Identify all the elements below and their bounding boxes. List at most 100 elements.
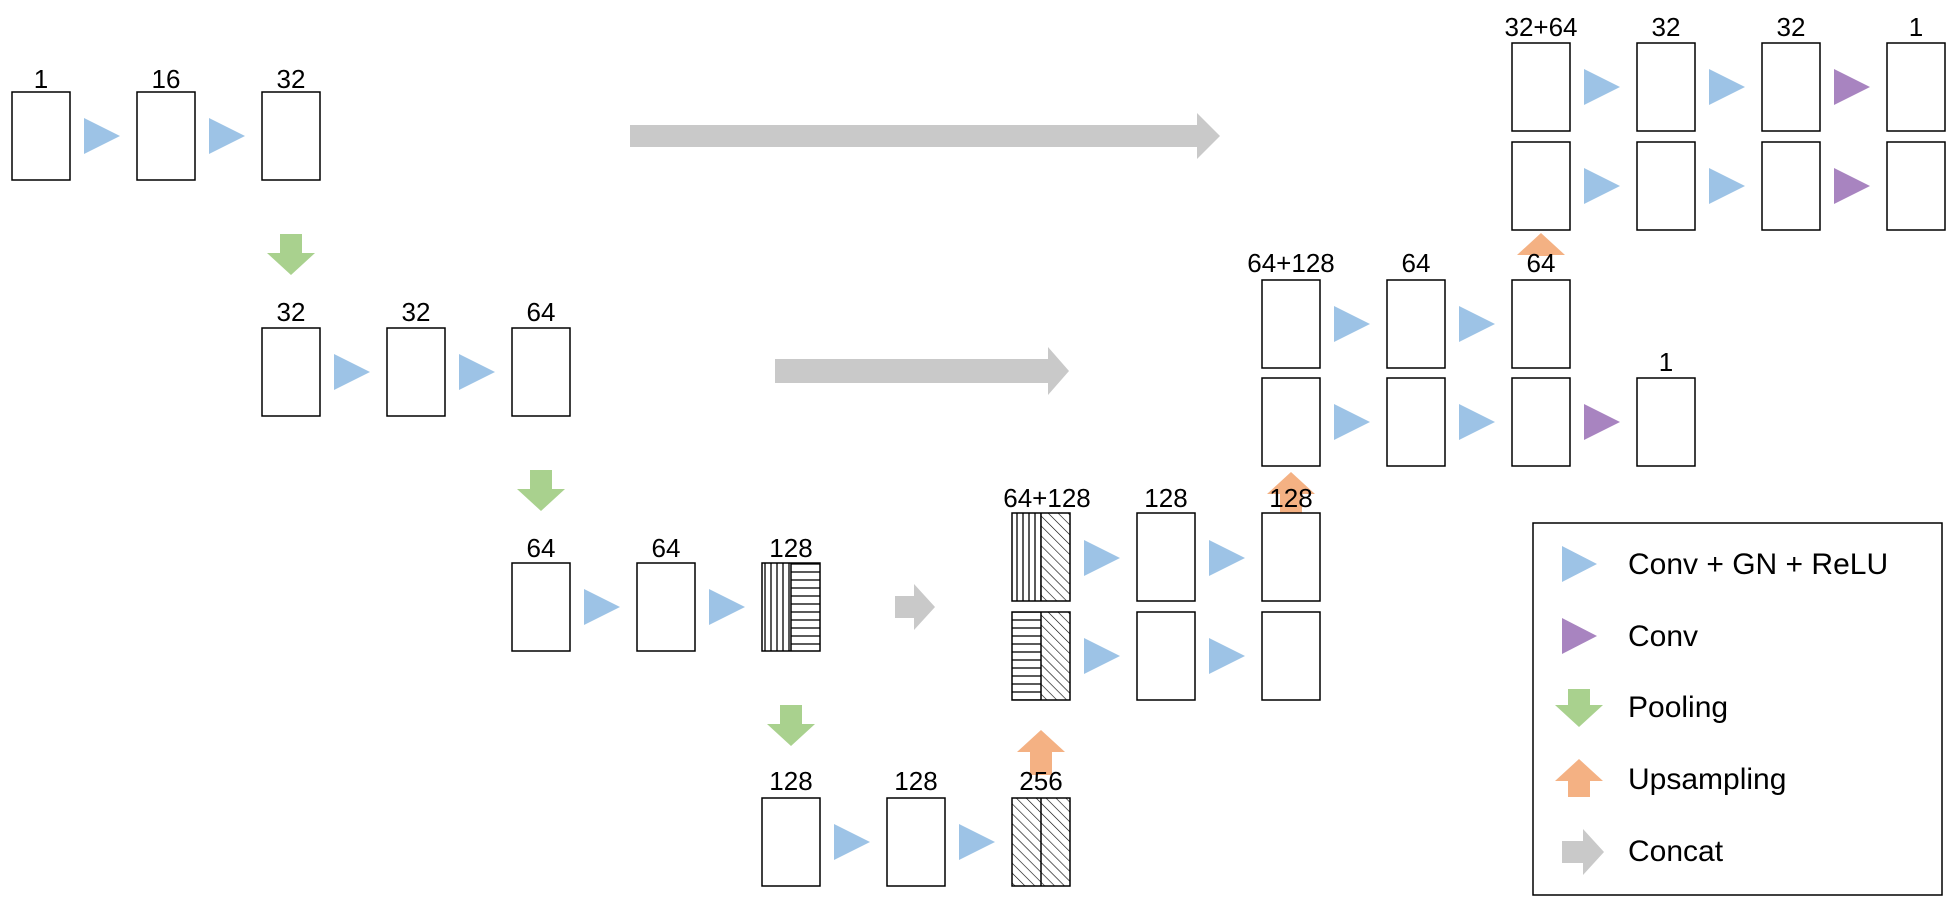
legend-label: Conv — [1628, 620, 1698, 653]
conv-gn-relu-arrow — [1334, 306, 1370, 342]
channel-label: 256 — [1019, 766, 1062, 796]
block-13-bottom — [1011, 611, 1071, 701]
block-9 — [761, 562, 821, 652]
conv-gn-relu-arrows — [84, 69, 1745, 860]
block-12 — [1011, 797, 1071, 887]
block-3 — [261, 91, 321, 181]
concat-arrows — [630, 113, 1220, 630]
block-20-bottom — [1511, 141, 1571, 231]
pooling-arrow-1 — [267, 234, 315, 275]
upsampling-arrows — [1017, 233, 1565, 775]
conv-gn-relu-arrow — [84, 118, 120, 154]
channel-label: 128 — [1144, 483, 1187, 513]
channel-label: 1 — [34, 64, 48, 94]
channel-label: 128 — [1269, 483, 1312, 513]
conv-gn-relu-arrow — [1459, 404, 1495, 440]
block-16-top — [1261, 279, 1321, 369]
channel-label: 64 — [527, 533, 556, 563]
channel-label: 64+128 — [1247, 248, 1334, 278]
channel-label: 64+128 — [1003, 483, 1090, 513]
channel-label: 32 — [402, 297, 431, 327]
pooling-arrow-3 — [767, 705, 815, 746]
conv-gn-relu-arrow — [1709, 69, 1745, 105]
legend-box — [1532, 522, 1943, 896]
legend-label: Pooling — [1628, 691, 1728, 724]
block-19 — [1636, 377, 1696, 467]
conv-gn-relu-arrow — [1209, 638, 1245, 674]
block-11 — [886, 797, 946, 887]
block-23-top — [1886, 42, 1946, 132]
conv-gn-relu-arrow — [834, 824, 870, 860]
pooling-arrow-2 — [517, 470, 565, 511]
conv-arrow — [1834, 69, 1870, 105]
legend-label: Conv + GN + ReLU — [1628, 548, 1888, 581]
block-16-bottom — [1261, 377, 1321, 467]
block-17-bottom — [1386, 377, 1446, 467]
conv-gn-relu-arrow — [1459, 306, 1495, 342]
block-14-top — [1136, 512, 1196, 602]
channel-label: 64 — [527, 297, 556, 327]
legend-label: Upsampling — [1628, 763, 1786, 796]
conv-gn-relu-arrow — [1084, 540, 1120, 576]
block-17-top — [1386, 279, 1446, 369]
channel-label: 64 — [1402, 248, 1431, 278]
concat-arrow-level3 — [895, 584, 935, 630]
conv-arrows — [1584, 69, 1870, 440]
concat-arrow-level2 — [775, 347, 1069, 395]
feature-blocks — [11, 42, 1946, 887]
channel-label: 32 — [1777, 12, 1806, 42]
block-21-top — [1636, 42, 1696, 132]
block-14-bottom — [1136, 611, 1196, 701]
block-22-bottom — [1761, 141, 1821, 231]
block-13-top — [1011, 512, 1071, 602]
block-15-bottom — [1261, 611, 1321, 701]
conv-gn-relu-arrow — [1709, 168, 1745, 204]
upsampling-arrow-2 — [1267, 472, 1315, 514]
conv-gn-relu-arrow — [1209, 540, 1245, 576]
block-23-bottom — [1886, 141, 1946, 231]
legend-concat-icon — [1562, 829, 1604, 875]
channel-label: 64 — [652, 533, 681, 563]
block-7 — [511, 562, 571, 652]
legend-label: Concat — [1628, 835, 1724, 868]
conv-gn-relu-arrow — [1334, 404, 1370, 440]
channel-label: 32 — [1652, 12, 1681, 42]
conv-gn-relu-arrow — [584, 589, 620, 625]
conv-gn-relu-arrow — [334, 354, 370, 390]
conv-gn-relu-arrow — [709, 589, 745, 625]
conv-arrow — [1834, 168, 1870, 204]
upsampling-arrow-3 — [1517, 233, 1565, 256]
block-18-bottom — [1511, 377, 1571, 467]
channel-label: 32+64 — [1504, 12, 1577, 42]
legend-conv-gn-relu-icon — [1562, 546, 1597, 582]
legend-conv-icon — [1562, 618, 1597, 654]
channel-label: 128 — [769, 766, 812, 796]
block-18-top — [1511, 279, 1571, 369]
channel-label: 64 — [1527, 248, 1556, 278]
block-1 — [11, 91, 71, 181]
conv-arrow — [1584, 404, 1620, 440]
channel-label: 128 — [769, 533, 812, 563]
conv-gn-relu-arrow — [459, 354, 495, 390]
conv-gn-relu-arrow — [1584, 69, 1620, 105]
legend-upsampling-icon — [1555, 759, 1603, 797]
channel-label: 32 — [277, 297, 306, 327]
block-8 — [636, 562, 696, 652]
upsampling-arrow-1 — [1017, 730, 1065, 775]
pooling-arrows — [267, 234, 815, 746]
legend: Conv + GN + ReLU Conv Pooling Upsampling… — [1532, 522, 1943, 896]
channel-label: 128 — [894, 766, 937, 796]
block-21-bottom — [1636, 141, 1696, 231]
conv-gn-relu-arrow — [209, 118, 245, 154]
legend-pooling-icon — [1555, 689, 1603, 727]
conv-gn-relu-arrow — [959, 824, 995, 860]
channel-label: 1 — [1659, 347, 1673, 377]
channel-labels: 1 16 32 32 32 64 64 64 128 128 128 256 6… — [34, 12, 1923, 796]
channel-label: 32 — [277, 64, 306, 94]
conv-gn-relu-arrow — [1084, 638, 1120, 674]
channel-label: 1 — [1909, 12, 1923, 42]
block-5 — [386, 327, 446, 417]
concat-arrow-level1 — [630, 113, 1220, 159]
block-10 — [761, 797, 821, 887]
